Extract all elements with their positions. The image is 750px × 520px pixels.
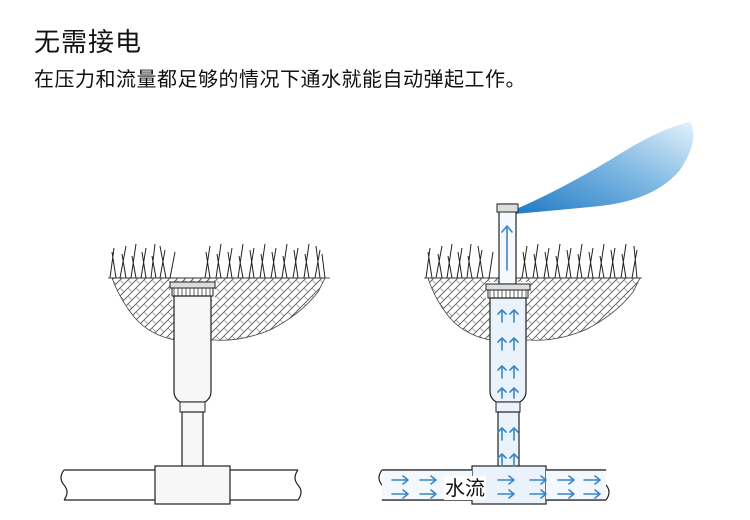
right-arrows (391, 475, 601, 499)
soil-left (111, 277, 326, 341)
water-spray (514, 122, 694, 214)
soil-right (427, 277, 641, 341)
water-flow-label: 水流 (444, 476, 486, 500)
up-arrows (497, 225, 519, 467)
popped-up-sprinkler (378, 122, 694, 505)
grass-left (108, 243, 330, 279)
grass-right (424, 243, 642, 279)
retracted-sprinkler (60, 243, 330, 505)
title: 无需接电 (34, 28, 143, 58)
subtitle: 在压力和流量都足够的情况下通水就能自动弹起工作。 (34, 67, 526, 91)
